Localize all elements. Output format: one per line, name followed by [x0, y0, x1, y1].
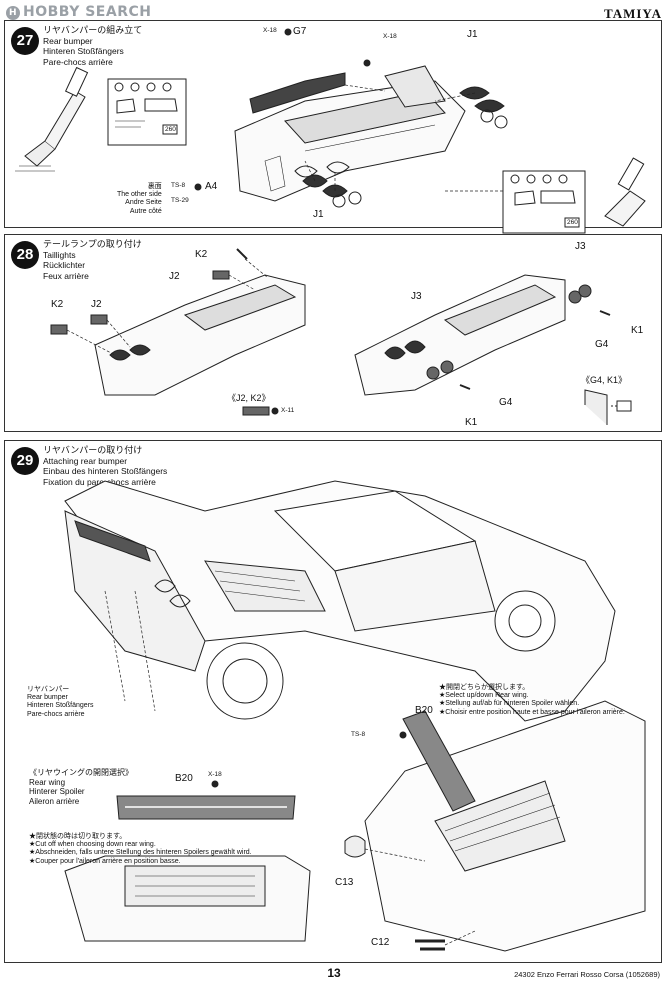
- detail-x11-label: X-11: [281, 407, 295, 414]
- label-j1-bottom: J1: [313, 209, 324, 220]
- product-reference: 24302 Enzo Ferrari Rosso Corsa (1052689): [514, 970, 660, 979]
- label-g7: G7: [293, 26, 307, 37]
- select-wing-note: ★開閉どちらか選択します。 ★Select up/down Rear wing.…: [439, 684, 625, 716]
- rear-bumper-note: リヤバンパー Rear bumper Hinteren Stoßfängers …: [27, 686, 94, 718]
- label-ts8: TS-8: [171, 182, 186, 189]
- label-x18-a: X-18: [263, 27, 277, 34]
- hobby-search-logo-icon: H: [6, 6, 20, 20]
- label-c12: C12: [371, 937, 390, 948]
- label-k1-b: K1: [465, 417, 478, 428]
- step-29-panel: 29 リヤバンパーの取り付け Attaching rear bumper Ein…: [4, 440, 662, 963]
- step-title: リヤバンパーの組み立て Rear bumper Hinteren Stoßfän…: [43, 25, 143, 67]
- step-number: 28: [11, 241, 39, 269]
- label-k2-b: K2: [51, 299, 64, 310]
- label-x18-b: X-18: [383, 33, 397, 40]
- label-j2-b: J2: [91, 299, 102, 310]
- step-28-diagram: [50, 248, 632, 425]
- label-j2-a: J2: [169, 271, 180, 282]
- rear-wing-selection-title: 《リヤウイングの開閉選択》 Rear wing Hinterer Spoiler…: [29, 768, 133, 806]
- label-b20-open: B20: [415, 705, 433, 716]
- label-k1-a: K1: [631, 325, 644, 336]
- page-number: 13: [327, 966, 341, 980]
- step-27-panel: 27 リヤバンパーの組み立て Rear bumper Hinteren Stoß…: [4, 20, 662, 234]
- detail-j2k2-label: 《J2, K2》: [227, 393, 271, 403]
- label-ts8: TS-8: [351, 731, 366, 738]
- label-b20-closed: B20: [175, 773, 193, 784]
- step-27-diagram: [15, 28, 646, 234]
- detail-g4k1-label: 《G4, K1》: [581, 375, 628, 385]
- label-x18: X-18: [208, 771, 222, 778]
- label-ts29: TS-29: [171, 197, 189, 204]
- label-g4-a: G4: [595, 339, 609, 350]
- label-k2-a: K2: [195, 249, 208, 260]
- step-28-panel: 28 テールランプの取り付け Taillights Rücklichter Fe…: [4, 234, 662, 432]
- other-side-note: 裏面 The other side Andre Seite Autre côté: [117, 183, 162, 215]
- step-title: リヤバンパーの取り付け Attaching rear bumper Einbau…: [43, 445, 168, 487]
- label-j1-top: J1: [467, 29, 478, 40]
- step-title: テールランプの取り付け Taillights Rücklichter Feux …: [43, 239, 142, 281]
- step-29-diagram: [64, 480, 646, 952]
- label-g4-b: G4: [499, 397, 513, 408]
- label-c13: C13: [335, 877, 354, 888]
- label-j3-a: J3: [575, 241, 586, 252]
- decal-number-left: 260: [165, 126, 176, 133]
- decal-number-right: 260: [567, 219, 578, 226]
- watermark-text: HOBBY SEARCH: [23, 4, 152, 20]
- brand-name: TAMIYA: [603, 6, 662, 21]
- label-a4: A4: [205, 181, 218, 192]
- cut-off-note: ★閉状態の時は切り取ります。 ★Cut off when choosing do…: [29, 833, 252, 865]
- step-number: 27: [11, 27, 39, 55]
- step-number: 29: [11, 447, 39, 475]
- label-j3-b: J3: [411, 291, 422, 302]
